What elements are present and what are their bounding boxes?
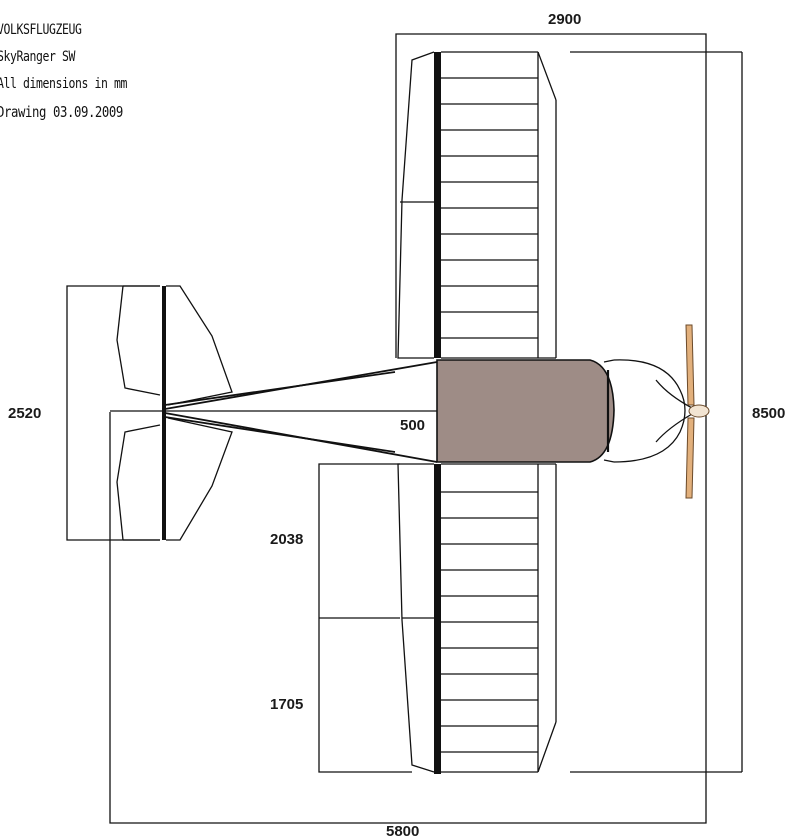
- upper-wing: [397, 51, 557, 359]
- engine-cowling: [603, 359, 693, 463]
- wing-chord-label: 2900: [548, 11, 581, 28]
- units-note: All dimensions in mm: [0, 76, 128, 92]
- tail-span-label: 2520: [8, 405, 41, 422]
- lower-elevator: [166, 417, 233, 541]
- wingspan-label: 8500: [752, 405, 785, 422]
- lower-wing: [397, 463, 557, 774]
- tail-span-frame: [66, 285, 160, 541]
- wing-chord-frame: [109, 33, 707, 824]
- upper-aileron: [397, 51, 435, 359]
- overall-length-label: 5800: [386, 823, 419, 839]
- cabin: [436, 359, 615, 463]
- flap-span-label: 2038: [270, 531, 303, 548]
- maker-label: VOLKSFLUGZEUG: [0, 22, 82, 38]
- model-label: SkyRanger SW: [0, 49, 76, 65]
- upper-elevator: [166, 285, 233, 406]
- tail-boom: [164, 361, 438, 463]
- fuselage-offset-label: 500: [400, 417, 425, 434]
- propeller: [685, 324, 710, 499]
- drawing-date: Drawing 03.09.2009: [0, 103, 123, 121]
- horizontal-stabilizer: [116, 285, 233, 541]
- aileron-span-label: 1705: [270, 696, 303, 713]
- lower-aileron: [397, 463, 435, 773]
